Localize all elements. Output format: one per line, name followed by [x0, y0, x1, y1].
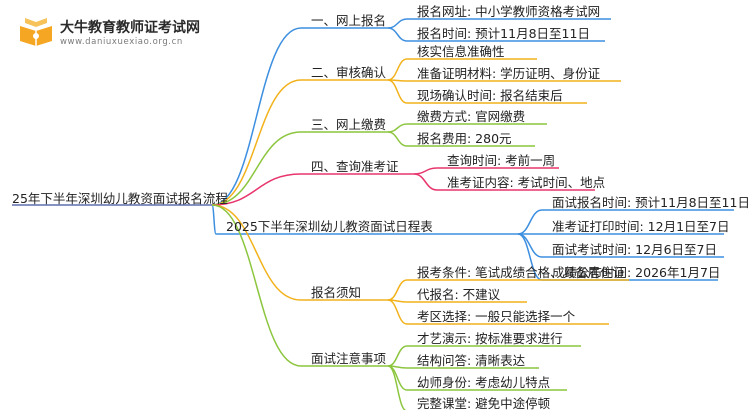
- leaf-connector: [387, 365, 407, 410]
- leaf-connector: [387, 279, 408, 301]
- leaf-label: 现场确认时间: 报名结束后: [417, 88, 563, 103]
- branch-connector: [211, 173, 302, 206]
- leaf-label: 成绩公布时间: 2026年1月7日: [552, 265, 721, 280]
- leaf-label: 准考证打印时间: 12月1日至7日: [552, 219, 730, 234]
- branch-connector: [211, 27, 302, 206]
- branch-connector: [211, 204, 302, 367]
- leaf-connector: [413, 167, 438, 175]
- leaf-connector: [387, 79, 408, 104]
- branch-label: 报名须知: [311, 285, 362, 300]
- leaf-label: 代报名: 不建议: [417, 287, 501, 302]
- leaf-connector: [387, 58, 408, 81]
- book-logo-icon: [20, 18, 52, 46]
- brand-url: www.daniuxuexiao.org.cn: [60, 37, 183, 47]
- leaf-connector: [387, 345, 408, 367]
- branch-connector: [211, 204, 302, 301]
- leaf-connector: [517, 209, 543, 235]
- leaf-label: 报名时间: 预计11月8日至11日: [417, 26, 590, 41]
- leaf-label: 面试报名时间: 预计11月8日至11日: [552, 195, 750, 210]
- leaf-connector: [387, 299, 408, 325]
- branch-label: 一、网上报名: [311, 13, 387, 28]
- leaf-connector: [387, 123, 408, 133]
- leaf-label: 核实信息准确性: [417, 44, 505, 59]
- leaf-connector: [517, 233, 543, 281]
- leaf-label: 结构问答: 清晰表达: [417, 353, 526, 368]
- root-node-label: 25年下半年深圳幼儿教资面试报名流程: [12, 191, 228, 206]
- branch-label: 二、审核确认: [311, 65, 387, 80]
- leaf-connector: [387, 18, 408, 29]
- leaf-label: 报名网址: 中小学教师资格考试网: [417, 4, 601, 19]
- leaf-connector: [413, 173, 438, 191]
- leaf-label: 准考证内容: 考试时间、地点: [447, 175, 606, 190]
- leaf-connector: [387, 131, 408, 147]
- leaf-label: 报考条件: 笔试成绩合格、具备居住证: [417, 265, 626, 280]
- branch-label: 三、网上缴费: [311, 117, 387, 132]
- leaf-label: 面试考试时间: 12月6日至7日: [552, 242, 717, 257]
- branch-connector: [211, 131, 302, 206]
- brand-name: 大牛教育教师证考试网: [60, 20, 200, 36]
- leaf-connector: [387, 27, 408, 42]
- branch-label: 面试注意事项: [311, 351, 387, 366]
- leaf-label: 准备证明材料: 学历证明、身份证: [417, 66, 601, 81]
- leaf-label: 幼师身份: 考虑幼儿特点: [417, 375, 551, 390]
- branch-connector: [211, 204, 217, 235]
- leaf-label: 报名费用: 280元: [417, 131, 512, 146]
- leaf-label: 查询时间: 考前一周: [447, 153, 556, 168]
- leaf-label: 缴费方式: 官网缴费: [417, 109, 526, 124]
- branch-label: 四、查询准考证: [311, 159, 399, 174]
- branch-label: 2025下半年深圳幼儿教资面试日程表: [226, 219, 433, 234]
- leaf-label: 考区选择: 一般只能选择一个: [417, 309, 576, 324]
- branch-connector: [211, 79, 302, 206]
- leaf-label: 完整课堂: 避免中途停顿: [417, 396, 551, 411]
- leaf-connector: [517, 233, 543, 258]
- leaf-label: 才艺演示: 按标准要求进行: [417, 331, 563, 346]
